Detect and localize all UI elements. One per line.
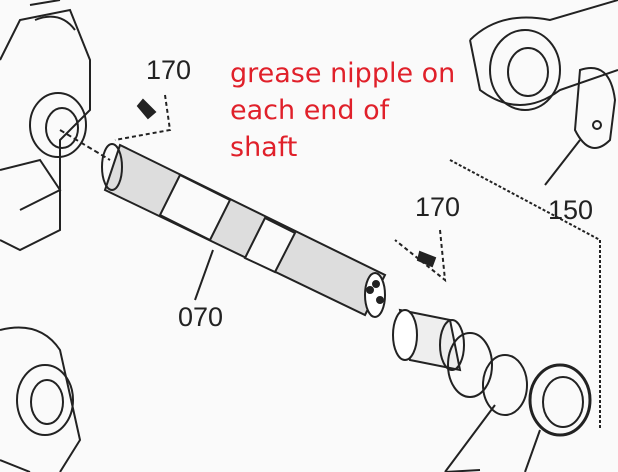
o-ring-2 xyxy=(482,354,528,416)
annotation-line-2: each end of xyxy=(230,95,390,126)
label-170-left: 170 xyxy=(146,55,192,85)
annotation-note: grease nipple on each end of shaft xyxy=(230,55,455,166)
label-070: 070 xyxy=(178,302,224,332)
arm-150 xyxy=(449,0,618,430)
annotation-line-1: grease nipple on xyxy=(230,58,456,89)
grease-nipple-right xyxy=(394,229,447,283)
label-170-right: 170 xyxy=(415,192,461,222)
housing-bracket xyxy=(0,0,91,252)
grease-nipple-left xyxy=(114,94,172,141)
leader-lines xyxy=(444,404,496,472)
label-150: 150 xyxy=(548,195,594,225)
annotation-line-3: shaft xyxy=(230,132,298,163)
arm-bottom-left xyxy=(0,326,82,472)
shaft-070 xyxy=(59,129,387,318)
seal-ring xyxy=(528,363,592,437)
o-ring-1 xyxy=(447,332,493,398)
bushing xyxy=(392,308,465,372)
